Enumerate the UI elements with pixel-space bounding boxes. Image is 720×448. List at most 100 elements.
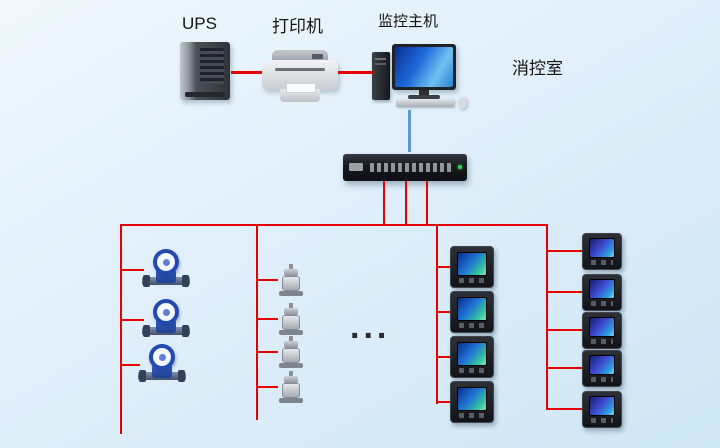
valve-cap bbox=[284, 269, 298, 276]
valve-sensor bbox=[278, 264, 304, 296]
water-meter-dial bbox=[153, 249, 179, 275]
ups-device-icon bbox=[180, 42, 230, 100]
keyboard-icon bbox=[396, 99, 454, 107]
cable-switch-stub-1 bbox=[383, 181, 385, 225]
monitor-screen bbox=[395, 47, 453, 87]
cable-meterL-stub-1 bbox=[436, 266, 450, 268]
water-meter-nut bbox=[182, 275, 189, 287]
cable-valve-stub-1 bbox=[256, 279, 278, 281]
valve-cap bbox=[284, 341, 298, 348]
cable-water-stub-1 bbox=[120, 269, 144, 271]
power-meter bbox=[450, 246, 494, 288]
cable-switch-stub-2 bbox=[405, 181, 407, 225]
cable-water-stub-3 bbox=[120, 364, 140, 366]
valve-stem bbox=[289, 264, 293, 271]
valve-cap bbox=[284, 376, 298, 383]
cable-meterR-stub-1 bbox=[546, 250, 582, 252]
water-meter-register bbox=[163, 259, 170, 266]
valve-stem bbox=[289, 371, 293, 378]
cable-water-stub-2 bbox=[120, 319, 144, 321]
cable-meterR-stub-2 bbox=[546, 291, 582, 293]
water-meter bbox=[142, 249, 190, 293]
power-meter bbox=[582, 274, 622, 311]
cable-valve-stub-2 bbox=[256, 318, 278, 320]
valve-body bbox=[282, 383, 300, 398]
cable-switch-stub-3 bbox=[426, 181, 428, 225]
water-meter bbox=[138, 344, 186, 388]
power-meter-buttons bbox=[591, 260, 613, 265]
switch-logo bbox=[349, 163, 363, 171]
printer-label: 打印机 bbox=[272, 17, 323, 36]
control-room-label: 消控室 bbox=[512, 59, 563, 78]
cable-branch-meters-right bbox=[546, 224, 548, 410]
valve-flange bbox=[279, 363, 303, 368]
host-label: 监控主机 bbox=[378, 13, 439, 30]
power-meter-screen bbox=[589, 317, 615, 337]
water-meter-nut bbox=[139, 370, 146, 382]
valve-stem bbox=[289, 303, 293, 310]
valve-body bbox=[282, 315, 300, 330]
power-meter-buttons bbox=[459, 323, 485, 328]
power-meter-screen bbox=[589, 355, 615, 375]
power-meter-buttons bbox=[591, 377, 613, 382]
power-meter-screen bbox=[457, 387, 487, 411]
valve-sensor bbox=[278, 371, 304, 403]
water-meter-nut bbox=[143, 325, 150, 337]
valve-body bbox=[282, 276, 300, 291]
printer-paper bbox=[286, 83, 316, 93]
valve-flange bbox=[279, 398, 303, 403]
power-meter bbox=[450, 381, 494, 423]
water-meter-register bbox=[159, 354, 166, 361]
printer-output-slot bbox=[275, 68, 325, 71]
ups-vent bbox=[200, 48, 224, 84]
water-meter-nut bbox=[143, 275, 150, 287]
power-meter-buttons bbox=[459, 278, 485, 283]
power-meter-screen bbox=[457, 252, 487, 276]
power-meter-screen bbox=[589, 238, 615, 258]
power-meter-buttons bbox=[591, 301, 613, 306]
computer-drive-bay bbox=[375, 58, 386, 60]
power-meter-screen bbox=[589, 396, 615, 416]
water-meter-register bbox=[163, 309, 170, 316]
ellipsis-more-devices: ... bbox=[350, 308, 391, 346]
power-meter bbox=[582, 350, 622, 387]
monitor-stand bbox=[419, 90, 429, 96]
switch-led bbox=[458, 165, 462, 169]
cable-branch-valves bbox=[256, 224, 258, 420]
data-collector-icon bbox=[343, 154, 467, 181]
power-meter-buttons bbox=[459, 368, 485, 373]
power-meter-buttons bbox=[459, 413, 485, 418]
valve-flange bbox=[279, 291, 303, 296]
cable-meterR-stub-3 bbox=[546, 329, 582, 331]
power-meter bbox=[582, 312, 622, 349]
cable-meterR-stub-4 bbox=[546, 367, 582, 369]
cable-meterL-stub-2 bbox=[436, 311, 450, 313]
cable-valve-stub-3 bbox=[256, 351, 278, 353]
valve-flange bbox=[279, 330, 303, 335]
power-meter bbox=[582, 233, 622, 270]
cable-valve-stub-4 bbox=[256, 386, 278, 388]
power-meter-screen bbox=[457, 342, 487, 366]
cable-printer-host bbox=[338, 71, 373, 74]
valve-body bbox=[282, 348, 300, 363]
power-meter-screen bbox=[457, 297, 487, 321]
cable-branch-water bbox=[120, 224, 122, 434]
uplink-host-collector bbox=[408, 110, 411, 152]
valve-sensor bbox=[278, 336, 304, 368]
monitor-foot bbox=[408, 95, 440, 99]
mouse-icon bbox=[458, 97, 467, 109]
power-meter-screen bbox=[589, 279, 615, 299]
water-meter bbox=[142, 299, 190, 343]
valve-sensor bbox=[278, 303, 304, 335]
computer-tower-icon bbox=[372, 52, 390, 100]
power-meter bbox=[450, 291, 494, 333]
computer-drive-bay-2 bbox=[375, 63, 386, 65]
monitor-icon bbox=[392, 44, 456, 90]
cable-meterR-stub-5 bbox=[546, 408, 582, 410]
printer-control-panel bbox=[312, 54, 323, 59]
power-meter bbox=[582, 391, 622, 428]
cable-bus bbox=[120, 224, 548, 226]
power-meter-buttons bbox=[591, 418, 613, 423]
printer-device-icon bbox=[262, 50, 338, 102]
